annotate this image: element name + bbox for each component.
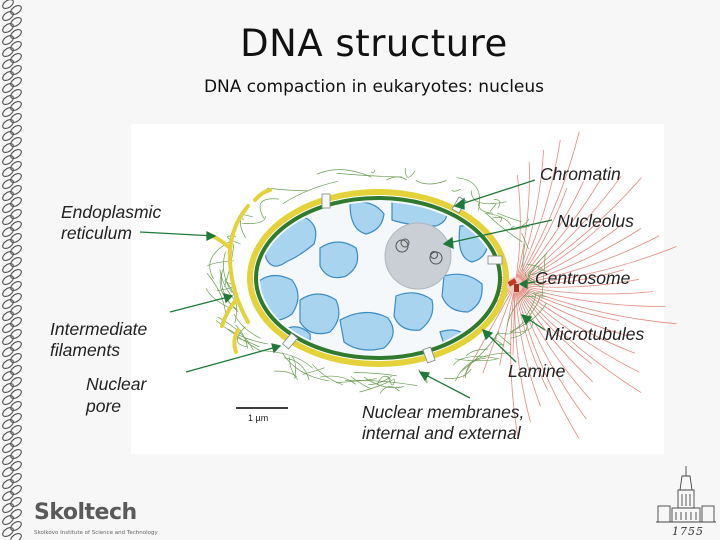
emblem-year: 1755 (672, 525, 704, 538)
label-intermediate-filaments-2: filaments (50, 340, 121, 360)
label-endoplasmic-reticulum-2: reticulum (61, 223, 132, 243)
outer-nuclear-membrane (247, 189, 509, 367)
label-centrosome: Centrosome (535, 268, 631, 288)
label-nuclear-membranes-1: Nuclear membranes, (362, 402, 525, 422)
logo-subtext: Skolkovo Institute of Science and Techno… (34, 530, 158, 536)
label-nucleolus: Nucleolus (557, 211, 634, 231)
decorative-border (2, 0, 22, 540)
centrosome (507, 277, 523, 293)
leader-lines (139, 179, 553, 399)
label-endoplasmic-reticulum-1: Endoplasmic (61, 202, 162, 222)
slide-title: DNA structure (240, 22, 508, 65)
university-building-icon (656, 466, 716, 523)
nucleolus-fibrils (395, 238, 443, 265)
label-chromatin: Chromatin (540, 164, 621, 184)
label-nuclear-membranes-2: internal and external (362, 423, 521, 443)
label-intermediate-filaments-1: Intermediate (50, 319, 148, 339)
logo-wordmark: Skoltech (34, 500, 137, 525)
scale-bar-label: 1 µm (248, 413, 268, 423)
label-lamine: Lamine (508, 361, 566, 381)
slide-subtitle: DNA compaction in eukaryotes: nucleus (203, 77, 545, 97)
skoltech-logo: Skoltech Skolkovo Institute of Science a… (30, 500, 158, 540)
label-microtubules: Microtubules (545, 324, 645, 344)
nucleolus (384, 222, 452, 290)
endoplasmic-reticulum (210, 188, 272, 354)
label-nuclear-pore-2: pore (86, 396, 122, 416)
label-nuclear-pore-1: Nuclear (86, 374, 147, 394)
